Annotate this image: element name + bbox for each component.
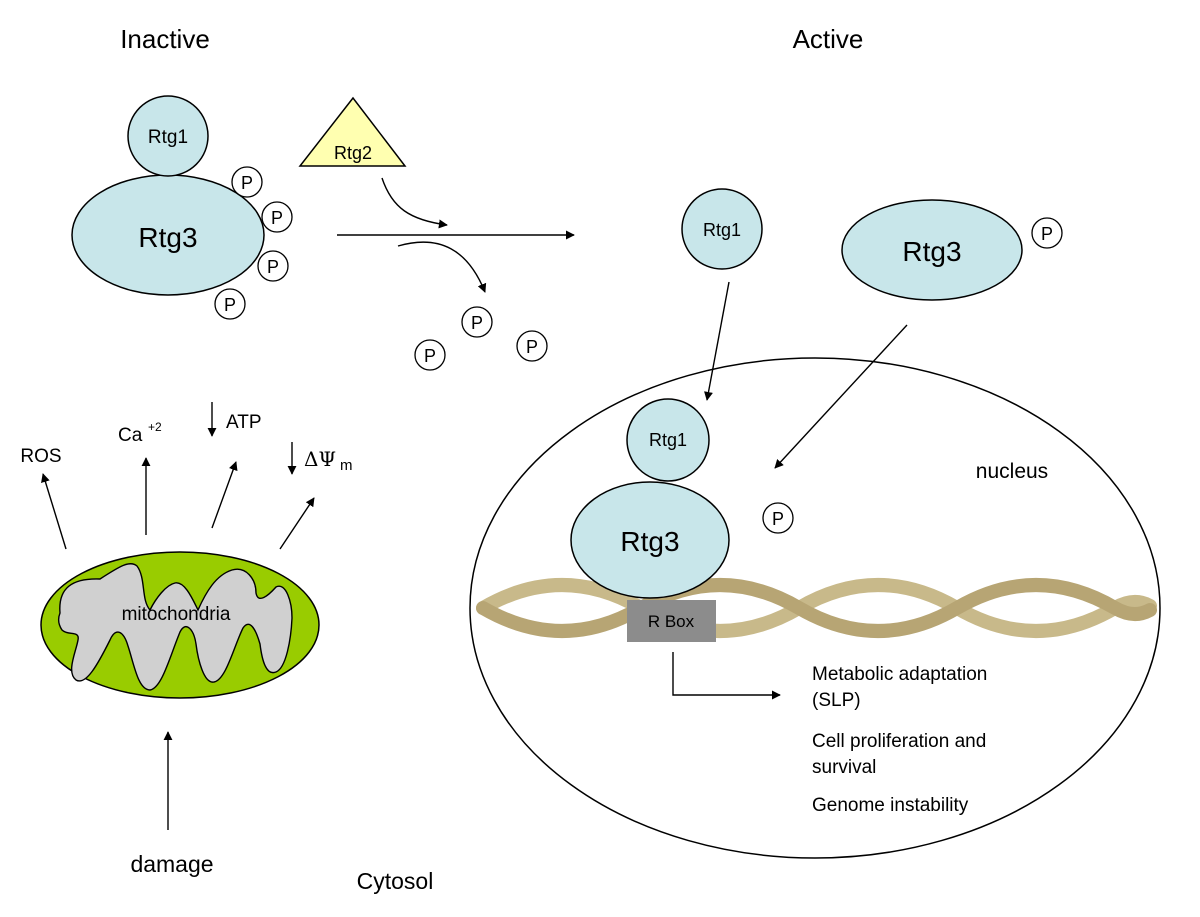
nucleus	[469, 357, 1161, 859]
calcium-label: Ca	[118, 425, 143, 446]
nucleus-label: nucleus	[976, 460, 1048, 483]
bound-complex: Rtg1 Rtg3 P	[570, 398, 794, 599]
phosphate-label: P	[1041, 224, 1053, 244]
outcome-genome: Genome instability	[812, 795, 969, 816]
phosphate-label: P	[224, 295, 236, 315]
active-heading: Active	[793, 24, 864, 54]
phosphate-label: P	[424, 346, 436, 366]
mito-cristae	[57, 562, 293, 691]
mitochondria-label: mitochondria	[122, 604, 231, 625]
inactive-heading: Inactive	[120, 24, 210, 54]
membrane-potential-subscript: m	[340, 457, 353, 474]
cytosol-label: Cytosol	[357, 868, 434, 894]
rtg1-inactive	[127, 95, 209, 177]
rtg3-active-free: Rtg3 P	[841, 199, 1063, 301]
rtg1-free-label: Rtg1	[703, 220, 741, 240]
outcome-prolif-line1: Cell proliferation and	[812, 731, 986, 752]
phosphate-label: P	[241, 173, 253, 193]
phosphate-circle	[214, 288, 246, 320]
phosphate-circle	[1031, 217, 1063, 249]
transcription-arrow	[672, 652, 781, 700]
membrane-potential-label: ΔΨ	[304, 447, 336, 471]
ros-arrow	[41, 473, 67, 550]
phosphate-circle	[762, 502, 794, 534]
r-box-label: R Box	[648, 612, 695, 631]
mitochondrion: mitochondria	[40, 551, 320, 699]
phosphate-release-arrow	[397, 241, 487, 293]
rtg1-inactive-label: Rtg1	[148, 127, 188, 148]
dna-strand-a	[476, 578, 1157, 638]
membrane-potential-arrow	[279, 497, 315, 550]
dna-strand-b	[476, 578, 1157, 638]
r-box: R Box	[627, 600, 716, 642]
phosphate-circle	[261, 201, 293, 233]
rtg1-bound-label: Rtg1	[649, 430, 687, 450]
rtg2-input-arrow	[381, 177, 448, 229]
atp-arrow	[211, 461, 238, 529]
calcium-superscript: +2	[148, 420, 162, 434]
phosphate-label: P	[471, 313, 483, 333]
rtg1-import-arrow	[704, 281, 730, 401]
outcomes-list: Metabolic adaptation (SLP) Cell prolifer…	[812, 664, 987, 816]
mito-signals: ROS Ca +2 ATP ΔΨ m	[20, 402, 353, 550]
phosphate-circle	[414, 339, 446, 371]
outcome-metabolic-line1: Metabolic adaptation	[812, 664, 987, 685]
phosphate-group-inactive: P P P P	[214, 166, 293, 320]
rtg2-label: Rtg2	[334, 143, 372, 163]
ros-label: ROS	[20, 446, 61, 467]
rtg1-active-free: Rtg1	[681, 188, 763, 270]
phosphate-label: P	[271, 208, 283, 228]
rtg2-kinase: Rtg2	[298, 96, 407, 167]
damage-label: damage	[130, 851, 213, 877]
phosphate-label: P	[267, 257, 279, 277]
phosphate-circle	[257, 250, 289, 282]
rtg3-bound-label: Rtg3	[620, 526, 679, 557]
rtg2-triangle	[298, 96, 407, 167]
inactive-complex: Rtg1 Rtg3 P P P P	[71, 95, 293, 320]
released-phosphates: P P P	[414, 306, 548, 371]
atp-label: ATP	[226, 412, 262, 433]
rtg3-import-arrow	[774, 324, 908, 469]
phosphate-label: P	[526, 337, 538, 357]
rtg3-inactive-label: Rtg3	[138, 222, 197, 253]
phosphate-label: P	[772, 509, 784, 529]
rtg3-bound	[570, 481, 730, 599]
rtg3-free-ellipse	[841, 199, 1023, 301]
rtg1-bound	[626, 398, 710, 482]
phosphate-circle	[516, 330, 548, 362]
rtg3-free-label: Rtg3	[902, 236, 961, 267]
outcome-prolif-line2: survival	[812, 757, 876, 778]
phosphate-circle	[231, 166, 263, 198]
rtg1-free-circle	[681, 188, 763, 270]
dna-helix	[476, 578, 1157, 638]
r-box-rect	[627, 600, 716, 642]
phosphate-circle	[461, 306, 493, 338]
outcome-metabolic-line2: (SLP)	[812, 690, 861, 711]
